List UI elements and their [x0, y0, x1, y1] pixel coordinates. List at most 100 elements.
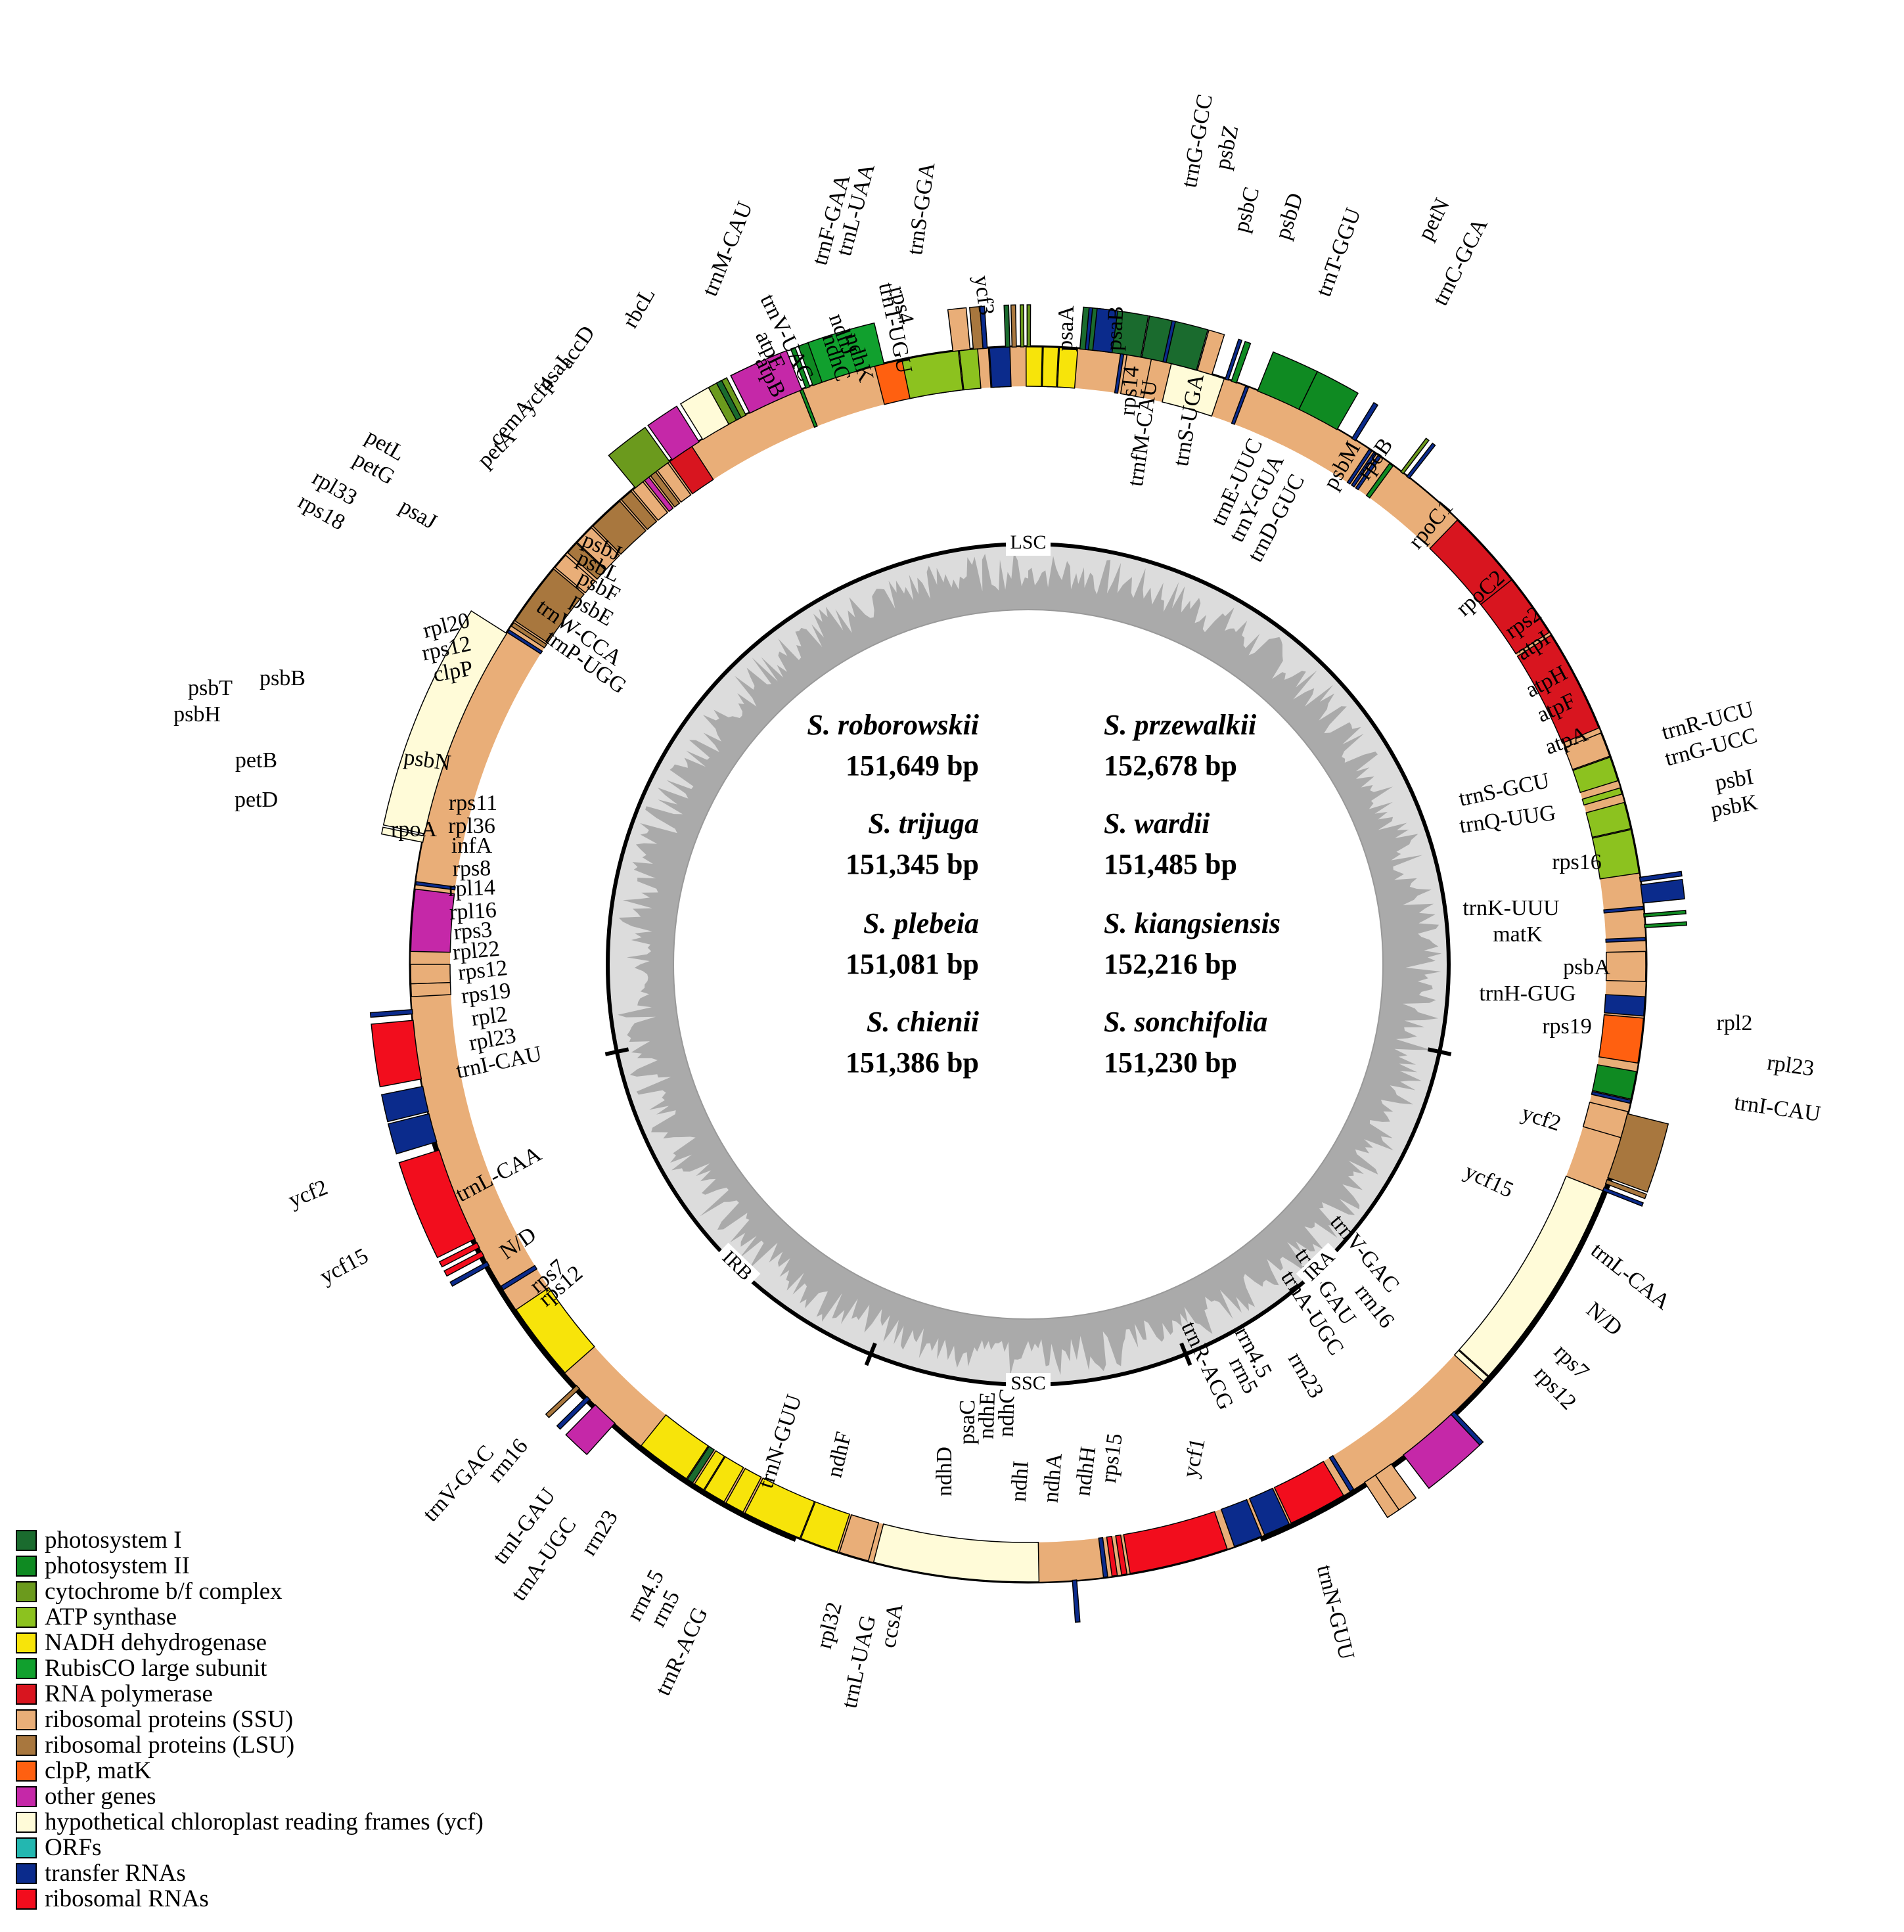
gene-label: psbZ — [1210, 123, 1243, 171]
gene-block-rps12 — [410, 981, 451, 997]
gene-block-trnv-gac — [369, 1009, 413, 1018]
gene-block-atpi — [1572, 756, 1619, 794]
gene-label: ycf2 — [285, 1175, 331, 1213]
gene-block-ndha — [744, 1477, 815, 1539]
gene-label: ycf2 — [1518, 1100, 1564, 1136]
legend-label: cytochrome b/f complex — [45, 1578, 283, 1605]
gene-label: ndhA — [1039, 1452, 1067, 1504]
gene-block-rps16 — [1605, 951, 1646, 983]
legend-swatch — [16, 1581, 37, 1602]
genome-species: S. wardii — [1104, 807, 1210, 840]
gene-label: rrn23 — [577, 1506, 623, 1560]
gene-block-atpf — [1585, 801, 1631, 838]
gene-block-trnd-guc — [1355, 455, 1382, 491]
gene-block-psbk — [1644, 921, 1688, 929]
gene-block-rpoc2 — [1516, 635, 1600, 744]
gene-block-trnm-cau — [979, 305, 988, 349]
gene-block-trnt-ugu — [1114, 353, 1125, 394]
gene-block-trng-gcc — [1224, 338, 1243, 381]
gene-block-trnl-caa — [415, 881, 456, 891]
gene-block-petg — [1026, 304, 1031, 348]
gene-block-rpl23 — [1604, 1179, 1647, 1200]
gene-block-atpa — [1591, 829, 1640, 880]
gene-label: trnK-UUU — [1462, 896, 1559, 920]
gene-block-psac — [687, 1445, 715, 1484]
gene-label: psaJ — [396, 494, 441, 534]
gene-label: ycf15 — [1461, 1159, 1517, 1202]
gene-block-rps12 — [1363, 1474, 1400, 1519]
gene-block-ycf3 — [1162, 363, 1225, 417]
legend-swatch — [16, 1812, 37, 1833]
gene-block-ycf2 — [382, 610, 508, 835]
gene-block-trnn-guu — [1072, 1579, 1081, 1623]
gene-block-trnv-gac — [1328, 1454, 1355, 1493]
gene-label: rps19 — [460, 978, 512, 1008]
gene-label: trnG-GCC — [1177, 93, 1217, 190]
gene-block-rpl2 — [514, 568, 585, 644]
gene-block-ycf1 — [873, 1523, 1040, 1583]
gene-label: rpl14 — [447, 876, 495, 901]
gene-label: trnL-UAG — [837, 1613, 880, 1710]
genome-species: S. sonchifolia — [1104, 1006, 1267, 1038]
genome-species: S. roborowskii — [807, 709, 979, 741]
gene-label: psbK — [1709, 790, 1760, 822]
gene-block-rpl23 — [510, 621, 548, 649]
gene-block-psbz — [1231, 340, 1252, 384]
genome-size: 152,216 bp — [1104, 948, 1237, 980]
legend-swatch — [16, 1889, 37, 1910]
gene-label: rbcL — [618, 284, 660, 332]
gene-block-rrn23 — [1123, 1511, 1228, 1574]
legend-label: hypothetical chloroplast reading frames … — [45, 1808, 484, 1835]
legend-swatch — [16, 1607, 37, 1628]
gene-label: psaB — [1102, 305, 1129, 351]
legend-label: NADH dehydrogenase — [45, 1629, 267, 1656]
gene-label: psbT — [188, 676, 233, 700]
region-tick — [1427, 1047, 1452, 1056]
gene-label: ndhH — [1070, 1445, 1100, 1498]
gene-block-psbm — [1365, 462, 1394, 499]
genome-species: S. trijuga — [868, 807, 979, 840]
gene-label: psbC — [1229, 185, 1264, 235]
legend-swatch — [16, 1632, 37, 1653]
gene-block-trnq-uug — [1605, 937, 1646, 943]
gene-block-rrn4-5 — [438, 1242, 480, 1268]
gene-block-ycf15 — [1453, 1349, 1489, 1383]
gene-block-trna-ugc — [387, 1113, 438, 1155]
gene-block-rps3 — [576, 527, 620, 570]
genome-size: 152,678 bp — [1104, 750, 1237, 782]
region-label-bg — [1296, 1242, 1345, 1291]
gene-label: rpl2 — [470, 1002, 509, 1031]
gene-label: trnS-GGA — [903, 160, 940, 256]
gene-block-ycf2 — [1458, 1175, 1604, 1377]
legend-label: photosystem I — [45, 1527, 182, 1554]
gene-block-trns-gga — [1162, 320, 1177, 363]
gene-label: N/D — [1581, 1297, 1627, 1341]
gene-label: ccsA — [876, 1601, 907, 1650]
region-label-bg — [712, 1242, 761, 1291]
gene-block-trnh-gug — [1591, 1090, 1631, 1104]
gene-label: rps19 — [1542, 1014, 1592, 1039]
gene-block-ndhj — [1056, 347, 1079, 389]
gene-blocks — [369, 304, 1688, 1623]
gene-block-matk — [1598, 1014, 1644, 1064]
gene-block-psba — [1591, 1064, 1637, 1100]
gene-label: trnN-GUU — [754, 1391, 807, 1491]
gene-label: psbD — [1271, 190, 1308, 242]
gene-label: psbA — [1563, 955, 1610, 979]
genome-size: 151,345 bp — [846, 848, 979, 880]
gene-label: rrn23 — [1283, 1349, 1328, 1403]
genome-species: S. kiangsiensis — [1104, 907, 1281, 939]
legend-swatch — [16, 1786, 37, 1807]
region-tick — [864, 1342, 877, 1366]
gene-label: rps15 — [1097, 1432, 1127, 1485]
gene-block-atph — [1581, 787, 1623, 806]
region-label-ssc: SSC — [1006, 1372, 1051, 1397]
gene-block-n-d — [410, 888, 455, 953]
gene-label: rps14 — [1116, 365, 1144, 416]
gene-block-psai — [715, 380, 742, 421]
gene-block-ndhd — [640, 1414, 710, 1479]
gene-block-trni-cau — [507, 629, 543, 655]
gene-block-petl — [1019, 304, 1025, 348]
